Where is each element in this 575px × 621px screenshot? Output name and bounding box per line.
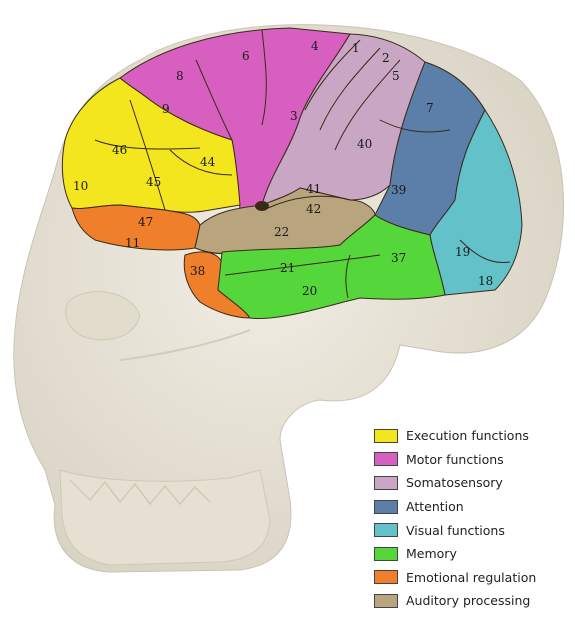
legend-swatch	[374, 523, 398, 537]
area-label-19: 19	[455, 245, 470, 259]
legend-label: Auditory processing	[406, 593, 530, 608]
legend-label: Attention	[406, 499, 464, 514]
legend-item: Visual functions	[374, 518, 574, 542]
area-label-1: 1	[352, 41, 360, 55]
jaw-shape	[60, 470, 270, 565]
legend-label: Somatosensory	[406, 475, 503, 490]
area-label-2: 2	[382, 51, 390, 65]
area-42-spot	[255, 201, 269, 211]
area-label-5: 5	[392, 69, 400, 83]
legend-item: Auditory processing	[374, 589, 574, 613]
area-label-8: 8	[176, 69, 184, 83]
legend-item: Somatosensory	[374, 471, 574, 495]
legend-item: Motor functions	[374, 448, 574, 472]
legend-item: Emotional regulation	[374, 566, 574, 590]
area-label-40: 40	[357, 137, 372, 151]
legend-swatch	[374, 547, 398, 561]
area-label-3: 3	[290, 109, 298, 123]
legend-label: Emotional regulation	[406, 570, 536, 585]
area-label-18: 18	[478, 274, 493, 288]
legend-label: Memory	[406, 546, 457, 561]
legend-swatch	[374, 570, 398, 584]
area-label-39: 39	[391, 183, 406, 197]
legend-label: Motor functions	[406, 452, 504, 467]
legend-label: Execution functions	[406, 428, 529, 443]
area-label-7: 7	[426, 101, 434, 115]
legend-swatch	[374, 476, 398, 490]
legend-label: Visual functions	[406, 523, 505, 538]
area-label-11: 11	[125, 236, 140, 250]
area-label-22: 22	[274, 225, 289, 239]
area-label-42: 42	[306, 202, 321, 216]
legend-swatch	[374, 594, 398, 608]
area-label-45: 45	[146, 175, 161, 189]
area-label-38: 38	[190, 264, 205, 278]
area-label-20: 20	[302, 284, 317, 298]
legend-item: Memory	[374, 542, 574, 566]
area-label-46: 46	[112, 143, 127, 157]
legend: Execution functionsMotor functionsSomato…	[374, 424, 574, 613]
area-label-37: 37	[391, 251, 406, 265]
area-label-4: 4	[311, 39, 319, 53]
area-label-21: 21	[280, 261, 295, 275]
area-label-6: 6	[242, 49, 250, 63]
legend-item: Attention	[374, 495, 574, 519]
legend-swatch	[374, 500, 398, 514]
area-label-10: 10	[73, 179, 88, 193]
area-label-41: 41	[306, 182, 321, 196]
legend-swatch	[374, 452, 398, 466]
legend-swatch	[374, 429, 398, 443]
area-label-9: 9	[162, 102, 170, 116]
area-label-47: 47	[138, 215, 153, 229]
area-label-44: 44	[200, 155, 216, 169]
legend-item: Execution functions	[374, 424, 574, 448]
